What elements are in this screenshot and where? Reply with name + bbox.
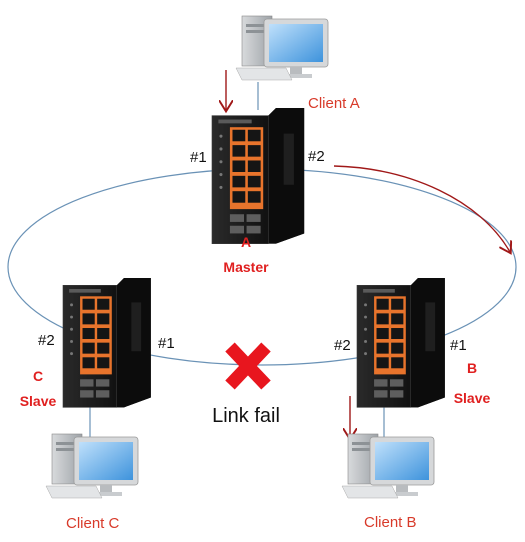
switch-c-port1-label: #1 [158, 335, 175, 352]
switch-b [356, 277, 446, 408]
switch-a-port2-label: #2 [308, 148, 325, 165]
client-c-computer [45, 433, 139, 499]
switch-a-port1-label: #1 [190, 149, 207, 166]
client-a-computer [235, 15, 329, 81]
switch-b-letter: B [467, 360, 477, 376]
client-a-label: Client A [308, 95, 360, 112]
switch-b-port2-label: #2 [334, 337, 351, 354]
switch-a [211, 107, 305, 245]
switch-b-role: Slave [454, 390, 491, 406]
client-b-label: Client B [364, 514, 417, 531]
switch-c-role: Slave [20, 393, 57, 409]
switch-c-port2-label: #2 [38, 332, 55, 349]
switch-b-port1-label: #1 [450, 337, 467, 354]
switch-c [62, 277, 152, 408]
switch-c-letter: C [33, 368, 43, 384]
client-c-label: Client C [66, 515, 120, 532]
link-fail-label: Link fail [212, 405, 280, 427]
switch-a-letter: A [241, 234, 251, 250]
switch-a-role: Master [223, 259, 269, 275]
flow-arrow-ring [333, 165, 510, 252]
link-fail-x-icon [225, 342, 271, 390]
client-b-computer [341, 433, 435, 499]
